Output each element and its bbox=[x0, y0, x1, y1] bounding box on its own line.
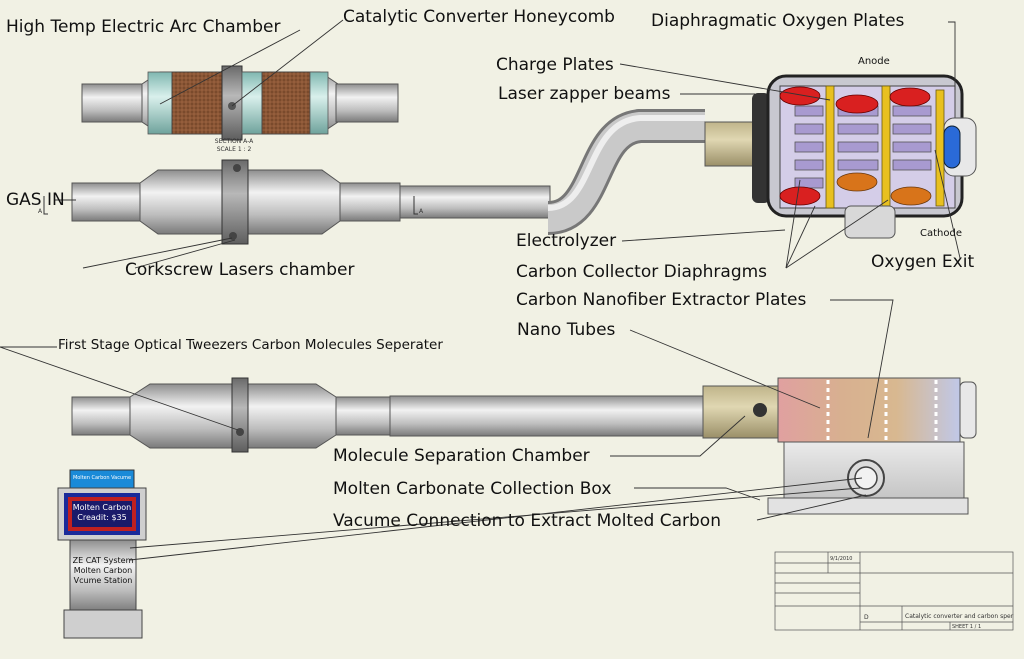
label-molten-collection-box: Molten Carbonate Collection Box bbox=[333, 479, 612, 499]
label-catalytic-honeycomb: Catalytic Converter Honeycomb bbox=[343, 7, 615, 27]
station-header: Molten Carbon Vacume bbox=[72, 475, 132, 481]
section-note-line2: SCALE 1 : 2 bbox=[216, 146, 252, 153]
station-screen: Molten Carbon Creadit: $35 bbox=[72, 503, 132, 523]
label-carbon-collector: Carbon Collector Diaphragms bbox=[516, 262, 768, 282]
station-screen-line2: Creadit: $35 bbox=[77, 513, 127, 522]
station-screen-line1: Molten Carbon bbox=[72, 503, 132, 512]
label-charge-plates: Charge Plates bbox=[496, 55, 614, 75]
title-block-date: 9/1/2010 bbox=[830, 556, 853, 562]
station-body-line3: Vcume Station bbox=[73, 576, 133, 585]
electrolyzer-chamber bbox=[752, 74, 977, 239]
label-nano-tubes: Nano Tubes bbox=[517, 320, 616, 340]
label-diaphragmatic-plates: Diaphragmatic Oxygen Plates bbox=[651, 11, 905, 31]
label-laser-zapper: Laser zapper beams bbox=[498, 84, 671, 104]
title-block-title: Catalytic converter and carbon sper bbox=[905, 613, 1014, 620]
section-note: SECTION A-A SCALE 1 : 2 bbox=[212, 138, 256, 154]
label-molecule-separation: Molecule Separation Chamber bbox=[333, 446, 590, 466]
label-anode: Anode bbox=[858, 56, 890, 67]
label-electrolyzer: Electrolyzer bbox=[516, 231, 617, 251]
section-view-converter bbox=[81, 65, 399, 141]
lower-separator-assembly bbox=[71, 377, 977, 515]
label-oxygen-exit: Oxygen Exit bbox=[871, 252, 975, 272]
label-carbon-nanofiber: Carbon Nanofiber Extractor Plates bbox=[516, 290, 807, 310]
label-corkscrew-lasers: Corkscrew Lasers chamber bbox=[125, 260, 355, 280]
title-block-size: D bbox=[864, 614, 869, 621]
section-marker-right: A bbox=[419, 208, 424, 215]
title-block bbox=[774, 551, 1014, 631]
section-marker-left: A bbox=[38, 208, 43, 215]
station-body-text: ZE CAT System Molten Carbon Vcume Statio… bbox=[70, 556, 136, 586]
section-note-line1: SECTION A-A bbox=[214, 138, 254, 145]
leader-lines bbox=[0, 19, 961, 561]
label-gas-in: GAS IN bbox=[6, 190, 65, 210]
station-body-line1: ZE CAT System bbox=[72, 556, 134, 565]
label-cathode: Cathode bbox=[920, 228, 962, 239]
station-body-line2: Molten Carbon bbox=[73, 566, 133, 575]
vacuum-station bbox=[57, 469, 147, 639]
title-block-sheet: SHEET 1 / 1 bbox=[952, 624, 982, 630]
section-marker-lines bbox=[43, 196, 418, 215]
label-first-stage-tweezers: First Stage Optical Tweezers Carbon Mole… bbox=[58, 337, 443, 353]
converter-assembly bbox=[71, 109, 781, 245]
label-vacume-connection: Vacume Connection to Extract Molted Carb… bbox=[333, 511, 721, 531]
label-high-temp-chamber: High Temp Electric Arc Chamber bbox=[6, 17, 281, 37]
